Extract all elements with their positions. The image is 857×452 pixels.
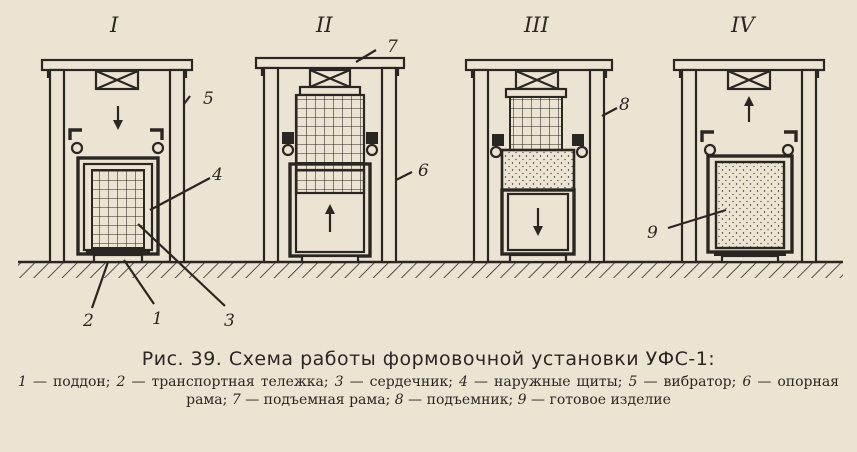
- callout-9: 9: [647, 223, 658, 243]
- top-beam: [464, 58, 614, 72]
- stage-label-2: II: [315, 13, 333, 37]
- pallet: [86, 250, 150, 255]
- callout-5: 5: [203, 89, 214, 109]
- support-column-left: [262, 66, 280, 264]
- stage-2: II: [254, 13, 406, 264]
- callout-7: 7: [387, 37, 398, 57]
- callout-4: 4: [211, 165, 223, 185]
- legend-item: 1 — поддон;: [18, 374, 111, 390]
- ground: [18, 260, 843, 278]
- stage-label-3: III: [523, 13, 550, 37]
- transport-trolley: [92, 253, 144, 264]
- callout-1: 1: [152, 309, 163, 329]
- legend-item: 5 — вибратор;: [628, 374, 737, 390]
- support-column-right: [168, 68, 186, 264]
- legend-item: 2 — транспортная тележка;: [116, 374, 329, 390]
- legend-item: 3 — сердечник;: [334, 374, 453, 390]
- lifter: [588, 68, 606, 264]
- concrete-mix: [500, 148, 576, 192]
- callout-8: 8: [619, 95, 630, 115]
- top-beam: [672, 58, 826, 72]
- legend-item: 6 — опорная рама;: [186, 374, 840, 408]
- stage-label-4: IV: [730, 13, 756, 37]
- figure-caption: Рис. 39. Схема работы формовочной устано…: [0, 340, 857, 452]
- core: [294, 93, 366, 195]
- core: [509, 96, 563, 152]
- support-column-right: [800, 68, 818, 264]
- legend-item: 9 — готовое изделие: [517, 392, 671, 408]
- callout-2: 2: [82, 311, 94, 331]
- legend-item: 7 — подъемная рама;: [231, 392, 391, 408]
- stage-1: I: [40, 13, 194, 264]
- callouts: 1 2 3 4 5 6 7 8 9: [82, 37, 658, 331]
- callout-3: 3: [224, 311, 235, 331]
- support-column-left: [680, 68, 698, 264]
- forming-unit-diagram: I II: [18, 13, 843, 331]
- core: [91, 169, 145, 249]
- support-column-left: [48, 68, 66, 264]
- legend-item: 8 — подъемник;: [394, 392, 514, 408]
- top-beam: [40, 58, 194, 72]
- callout-6: 6: [418, 161, 429, 181]
- stage-3: III: [464, 13, 614, 264]
- caption-legend: 1 — поддон; 2 — транспортная тележка; 3 …: [18, 373, 839, 409]
- stage-label-1: I: [109, 13, 119, 37]
- support-column-left: [472, 68, 490, 264]
- legend-item: 4 — наружные щиты;: [459, 374, 623, 390]
- stage-4: IV: [672, 13, 826, 264]
- finished-product: [714, 160, 786, 250]
- support-column-right: [380, 66, 398, 264]
- leader-lines: [90, 49, 727, 309]
- caption-title: Рис. 39. Схема работы формовочной устано…: [141, 348, 716, 370]
- lifting-frame: [254, 56, 406, 70]
